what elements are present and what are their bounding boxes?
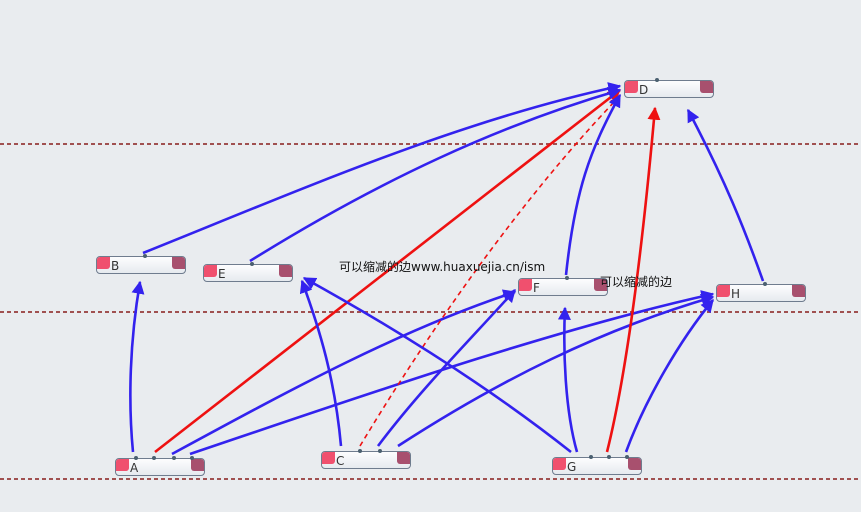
connection-port <box>143 254 147 258</box>
connection-port <box>358 449 362 453</box>
edge-c-to-h <box>397 294 715 448</box>
edge-g-to-d <box>605 106 661 453</box>
node-color-swatch <box>279 265 292 277</box>
connection-port <box>589 455 593 459</box>
connection-port <box>625 455 629 459</box>
connection-port <box>250 262 254 266</box>
edge-g-to-e <box>302 276 572 454</box>
node-b[interactable]: B <box>96 254 186 274</box>
node-color-swatch <box>397 452 410 464</box>
node-color-swatch <box>204 265 217 277</box>
node-color-swatch <box>519 279 532 291</box>
edge-f-to-d <box>564 93 622 276</box>
node-e[interactable]: E <box>203 262 293 282</box>
node-c[interactable]: C <box>321 449 411 469</box>
node-label: G <box>567 460 577 474</box>
edge-layer <box>129 82 765 456</box>
node-color-swatch <box>717 285 730 297</box>
edge-a-to-b <box>129 280 145 453</box>
connection-port <box>134 456 138 460</box>
connection-port <box>763 282 767 286</box>
connection-port <box>378 449 382 453</box>
node-color-swatch <box>97 257 110 269</box>
connection-port <box>172 456 176 460</box>
node-label: H <box>731 287 741 301</box>
node-label: C <box>336 454 345 468</box>
edge-c-to-f <box>376 289 516 447</box>
node-color-swatch <box>116 459 129 471</box>
connection-port <box>607 455 611 459</box>
edge-c-to-d <box>359 97 619 447</box>
node-color-swatch <box>322 452 335 464</box>
node-h[interactable]: H <box>716 282 806 302</box>
node-g[interactable]: G <box>552 455 642 475</box>
node-color-swatch <box>792 285 805 297</box>
node-a[interactable]: A <box>115 456 205 476</box>
edge-e-to-d <box>249 87 622 263</box>
node-d[interactable]: D <box>624 78 714 98</box>
node-label: D <box>639 83 649 97</box>
edge-c-to-e <box>299 279 343 447</box>
node-color-swatch <box>700 81 713 93</box>
node-color-swatch <box>594 279 607 291</box>
connection-port <box>190 456 194 460</box>
edge-a-to-d <box>154 88 622 454</box>
connection-port <box>152 456 156 460</box>
node-label: A <box>130 461 139 475</box>
reducible-edge-caption-right: 可以缩减的边 <box>600 275 673 289</box>
node-label: E <box>218 267 226 281</box>
node-color-swatch <box>172 257 185 269</box>
reducible-edge-caption-center: 可以缩减的边www.huaxuejia.cn/ism <box>339 260 546 274</box>
connection-port <box>655 78 659 82</box>
node-f[interactable]: F <box>518 276 608 296</box>
edge-h-to-d <box>686 108 765 282</box>
edge-a-to-f <box>171 289 517 456</box>
edge-g-to-h <box>624 298 715 453</box>
node-label: B <box>111 259 120 273</box>
edge-b-to-d <box>142 82 622 255</box>
node-color-swatch <box>625 81 638 93</box>
connection-port <box>565 276 569 280</box>
node-color-swatch <box>191 459 204 471</box>
edge-g-to-f <box>557 306 579 453</box>
node-color-swatch <box>553 458 566 470</box>
node-color-swatch <box>628 458 641 470</box>
node-label: F <box>533 281 540 295</box>
edge-a-to-h <box>189 290 715 456</box>
